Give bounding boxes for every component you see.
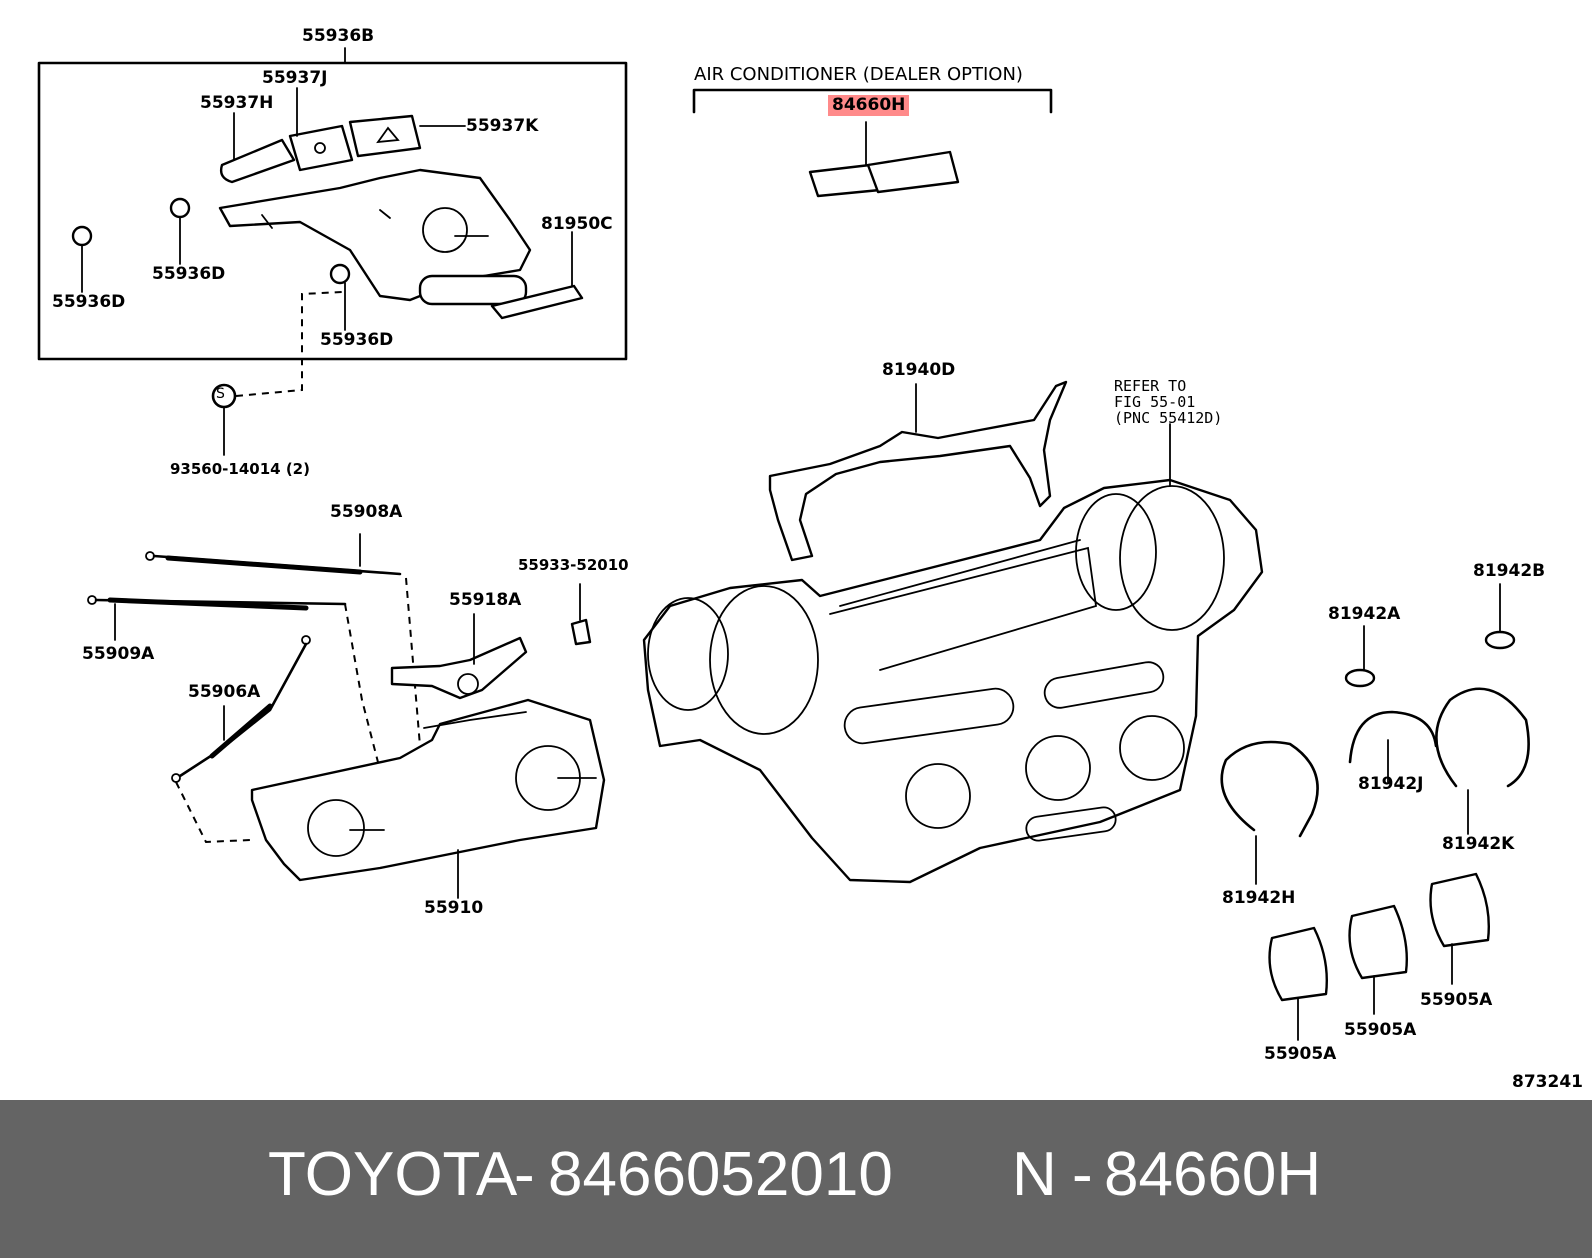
diagram-drawing <box>37 47 1530 1041</box>
label-81942j: 81942J <box>1358 774 1424 794</box>
ac-switch-84660h <box>692 88 1053 198</box>
footer-separator-2: - <box>1072 1140 1093 1209</box>
part-55918a <box>390 613 528 700</box>
footer-prefix: N <box>1012 1140 1057 1209</box>
footer-part-number: 8466052010 <box>548 1140 893 1209</box>
part-81940d <box>768 380 1068 562</box>
label-55918a: 55918A <box>449 590 522 610</box>
dash-panel <box>642 423 1264 884</box>
screw-symbol: S <box>216 386 225 402</box>
label-93560: 93560-14014 (2) <box>170 460 310 478</box>
cables <box>87 533 450 844</box>
footer-ref: 84660H <box>1104 1140 1322 1209</box>
label-55905a-c: 55905A <box>1264 1044 1337 1064</box>
label-55933: 55933-52010 <box>518 556 629 574</box>
label-55909a: 55909A <box>82 644 155 664</box>
label-55937k: 55937K <box>466 116 539 136</box>
label-81950c: 81950C <box>541 214 613 234</box>
refer-to-note: REFER TO FIG 55-01 (PNC 55412D) <box>1114 377 1223 427</box>
label-55937j: 55937J <box>262 68 328 88</box>
label-81942b: 81942B <box>1473 561 1546 581</box>
label-55910: 55910 <box>424 898 484 918</box>
footer-brand: TOYOTA <box>268 1140 518 1209</box>
screw-93560 <box>211 291 343 456</box>
label-55936d-a: 55936D <box>152 264 226 284</box>
label-81942h: 81942H <box>1222 888 1296 908</box>
knobs-55905a <box>1268 872 1490 1041</box>
label-55936d-b: 55936D <box>52 292 126 312</box>
footer-bar: TOYOTA - 8466052010 N - 84660H <box>0 1100 1592 1258</box>
label-81940d: 81940D <box>882 360 956 380</box>
label-55937h: 55937H <box>200 93 274 113</box>
part-55937j <box>288 87 354 172</box>
parts-diagram: 55936B 55937J 55937H 55937K 81950C 55936… <box>37 26 1583 1092</box>
figure-number: 873241 <box>1512 1072 1583 1092</box>
part-81950c <box>490 231 584 320</box>
control-panel-body <box>218 168 532 306</box>
air-conditioner-label: AIR CONDITIONER (DEALER OPTION) <box>694 64 1023 85</box>
part-55937k <box>348 114 466 158</box>
rings <box>1220 583 1530 885</box>
label-55908a: 55908A <box>330 502 403 522</box>
label-84660h-highlighted: 84660H <box>828 95 910 116</box>
part-55933 <box>570 583 592 646</box>
label-55906a: 55906A <box>188 682 261 702</box>
label-55936b: 55936B <box>302 26 375 46</box>
label-81942a: 81942A <box>1328 604 1401 624</box>
assembly-box <box>37 61 628 361</box>
part-55937h <box>219 112 296 184</box>
part-55936d-bulbs <box>71 197 351 331</box>
footer-separator: - <box>514 1140 535 1209</box>
label-81942k: 81942K <box>1442 834 1515 854</box>
label-55905a-b: 55905A <box>1344 1020 1417 1040</box>
part-55910 <box>250 698 606 899</box>
label-55936d-c: 55936D <box>320 330 394 350</box>
label-55905a-a: 55905A <box>1420 990 1493 1010</box>
